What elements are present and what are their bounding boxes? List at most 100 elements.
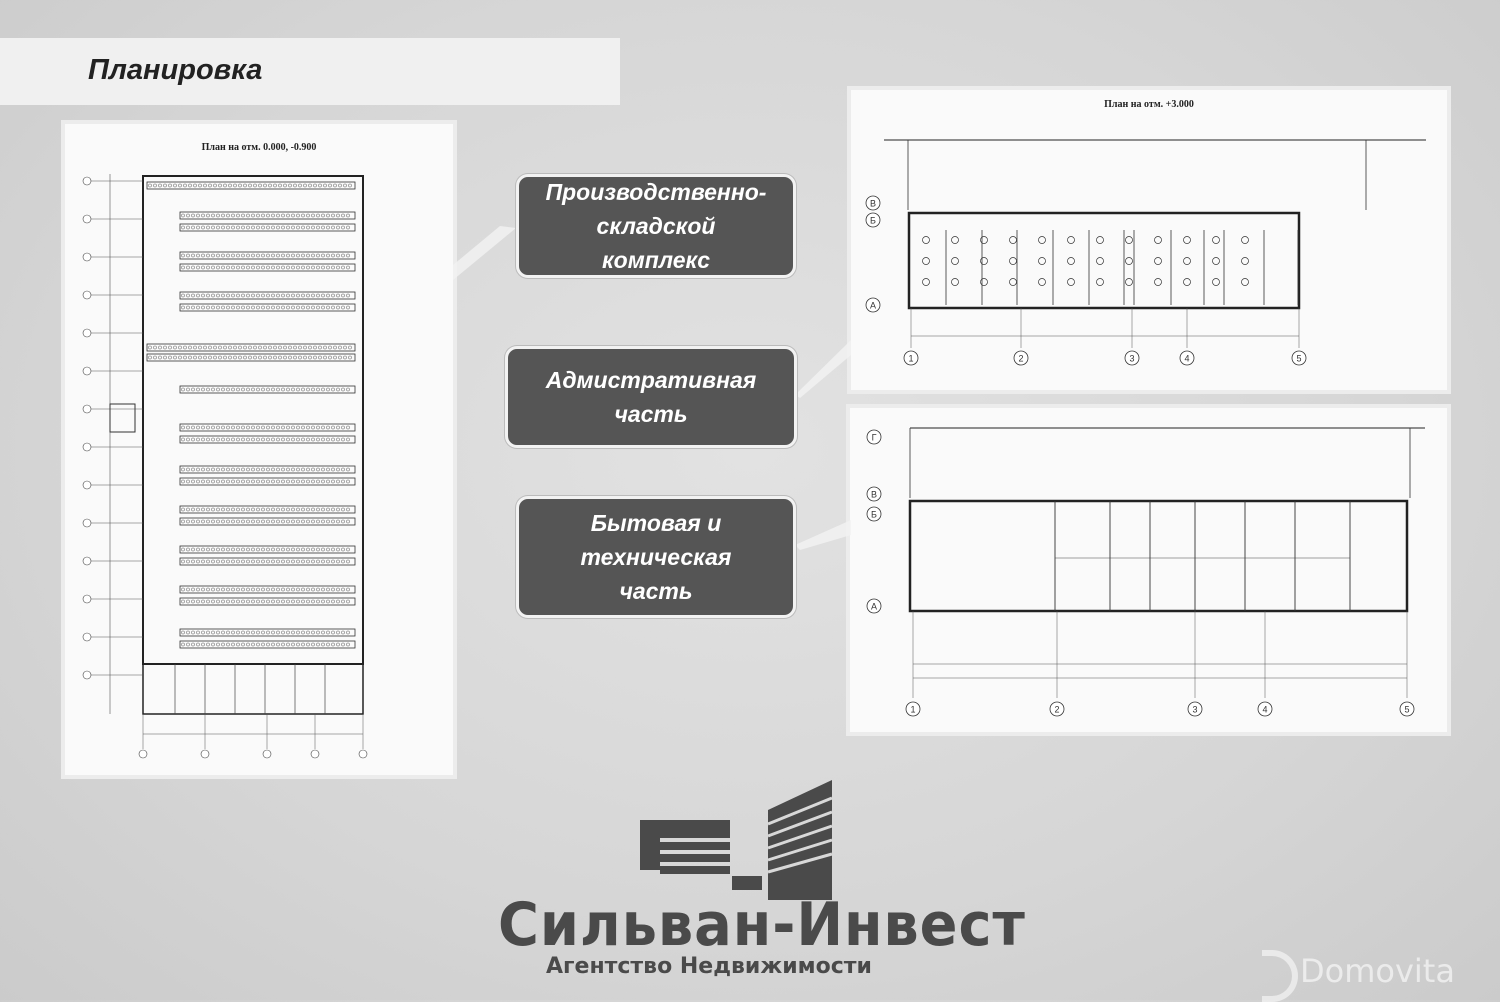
axis-marker bbox=[82, 404, 92, 414]
rack-cell bbox=[216, 547, 220, 552]
rack-cell bbox=[266, 387, 270, 392]
rack-cell bbox=[271, 559, 275, 564]
rack-cell bbox=[201, 587, 205, 592]
rack-cell bbox=[268, 183, 272, 188]
rack-cell bbox=[296, 599, 300, 604]
rack-cell bbox=[196, 642, 200, 647]
building-outline bbox=[908, 499, 1409, 613]
axis-marker bbox=[1124, 350, 1140, 366]
axis-label: Г bbox=[872, 433, 877, 443]
rack-cell bbox=[186, 437, 190, 442]
rack-cell bbox=[148, 345, 152, 350]
rack-cell bbox=[266, 437, 270, 442]
rack-cell bbox=[238, 345, 242, 350]
rack-cell bbox=[251, 253, 255, 258]
rack-cell bbox=[296, 559, 300, 564]
rack-cell bbox=[271, 425, 275, 430]
rack-cell bbox=[316, 599, 320, 604]
axis-label: 1 bbox=[908, 354, 913, 364]
rack-cell bbox=[206, 642, 210, 647]
rack-cell bbox=[233, 183, 237, 188]
rack-cell bbox=[326, 507, 330, 512]
rack-cell bbox=[201, 630, 205, 635]
rack-cell bbox=[256, 467, 260, 472]
office-desk bbox=[980, 278, 988, 286]
rack-cell bbox=[236, 425, 240, 430]
rack-cell bbox=[258, 183, 262, 188]
rack-cell bbox=[201, 547, 205, 552]
rack-cell bbox=[336, 425, 340, 430]
rack-cell bbox=[183, 183, 187, 188]
rack-cell bbox=[341, 437, 345, 442]
office-desk bbox=[1241, 257, 1249, 265]
rack-cell bbox=[311, 467, 315, 472]
rack-cell bbox=[316, 437, 320, 442]
rack-cell bbox=[311, 630, 315, 635]
rack-cell bbox=[281, 213, 285, 218]
rack-cell bbox=[301, 479, 305, 484]
rack-cell bbox=[221, 467, 225, 472]
axis-label: 2 bbox=[1018, 354, 1023, 364]
rack-cell bbox=[236, 519, 240, 524]
rack-cell bbox=[256, 519, 260, 524]
axis-marker bbox=[200, 749, 210, 759]
rack-row bbox=[146, 353, 356, 362]
rack-cell bbox=[306, 587, 310, 592]
rack-cell bbox=[228, 345, 232, 350]
rack-cell bbox=[256, 305, 260, 310]
rack-cell bbox=[316, 559, 320, 564]
axis-marker bbox=[1179, 350, 1195, 366]
rack-cell bbox=[221, 599, 225, 604]
rack-cell bbox=[211, 437, 215, 442]
rack-cell bbox=[346, 642, 350, 647]
rack-cell bbox=[306, 479, 310, 484]
rack-cell bbox=[296, 519, 300, 524]
rack-cell bbox=[186, 387, 190, 392]
rack-cell bbox=[321, 642, 325, 647]
axis-marker bbox=[866, 486, 882, 502]
rack-cell bbox=[296, 642, 300, 647]
rack-cell bbox=[323, 345, 327, 350]
rack-cell bbox=[271, 387, 275, 392]
rack-cell bbox=[206, 387, 210, 392]
rack-cell bbox=[201, 225, 205, 230]
rack-cell bbox=[291, 253, 295, 258]
rack-cell bbox=[246, 225, 250, 230]
rack-cell bbox=[178, 345, 182, 350]
rack-cell bbox=[331, 425, 335, 430]
rack-cell bbox=[226, 599, 230, 604]
rack-cell bbox=[263, 183, 267, 188]
rack-cell bbox=[323, 183, 327, 188]
axis-label: 4 bbox=[1262, 705, 1267, 715]
rack-cell bbox=[336, 642, 340, 647]
rack-cell bbox=[341, 587, 345, 592]
label-line: часть bbox=[614, 401, 688, 427]
rack-cell bbox=[251, 425, 255, 430]
rack-cell bbox=[201, 467, 205, 472]
rack-cell bbox=[153, 345, 157, 350]
rack-cell bbox=[226, 507, 230, 512]
rack-cell bbox=[221, 293, 225, 298]
rack-cell bbox=[288, 183, 292, 188]
rack-cell bbox=[221, 630, 225, 635]
rack-cell bbox=[296, 213, 300, 218]
rack-cell bbox=[236, 630, 240, 635]
rack-cell bbox=[221, 305, 225, 310]
rack-cell bbox=[186, 479, 190, 484]
rack-cell bbox=[261, 265, 265, 270]
rack-cell bbox=[341, 642, 345, 647]
rack-cell bbox=[201, 293, 205, 298]
rack-cell bbox=[181, 213, 185, 218]
rack-cell bbox=[346, 587, 350, 592]
rack-cell bbox=[326, 425, 330, 430]
office-desk bbox=[1009, 278, 1017, 286]
rack-cell bbox=[198, 183, 202, 188]
rack-cell bbox=[201, 425, 205, 430]
rack-cell bbox=[311, 479, 315, 484]
rack-cell bbox=[226, 467, 230, 472]
plan-title: План на отм. +3.000 bbox=[1104, 99, 1194, 110]
rack-cell bbox=[191, 547, 195, 552]
rack-cell bbox=[181, 425, 185, 430]
rack-cell bbox=[276, 437, 280, 442]
